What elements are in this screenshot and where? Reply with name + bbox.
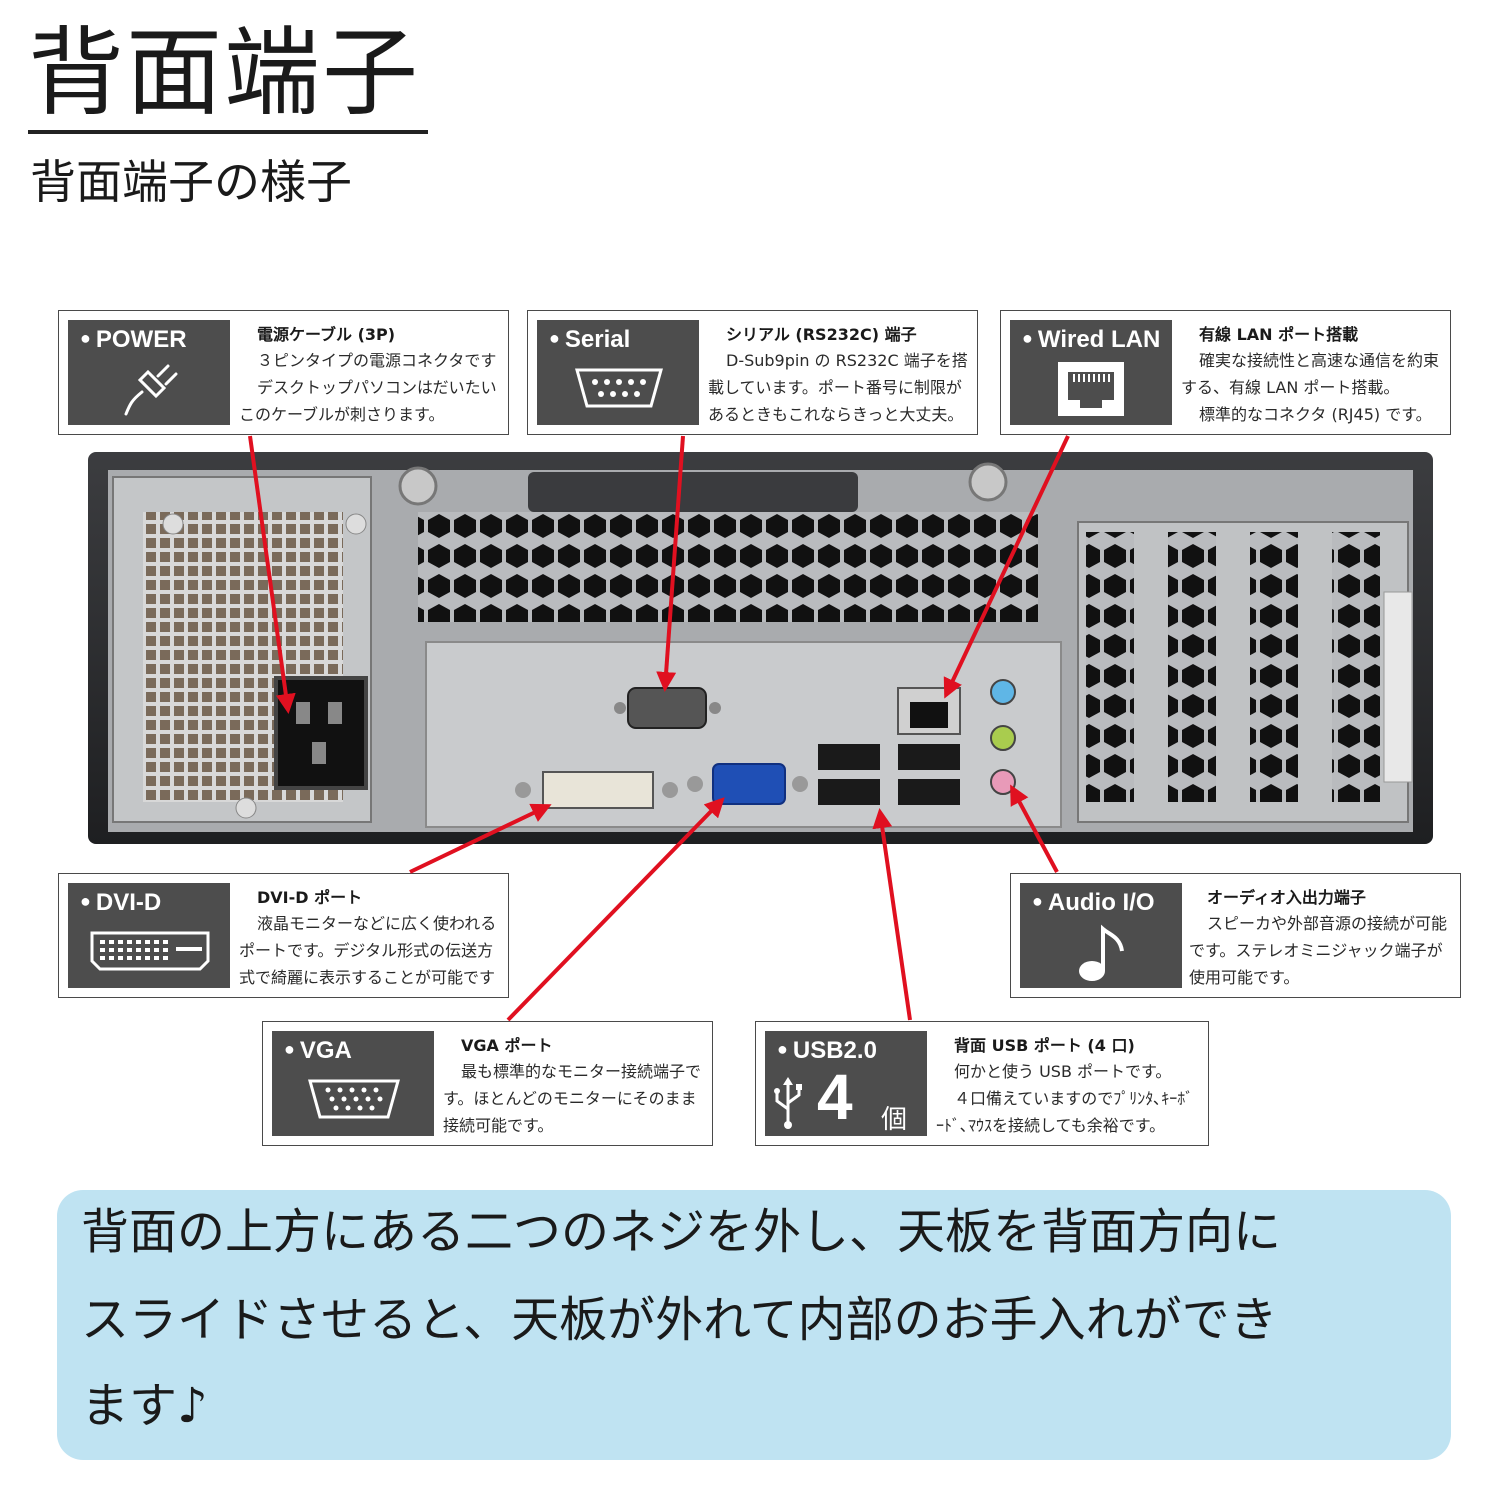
usb-badge: USB2.0 4 個 bbox=[765, 1031, 927, 1136]
usb-icon bbox=[774, 1077, 802, 1129]
vga-title: VGA ポート bbox=[461, 1036, 553, 1055]
lan-desc-3: 標準的なコネクタ (RJ45) です。 bbox=[1199, 405, 1432, 424]
lan-badge-label: Wired LAN bbox=[1022, 326, 1160, 354]
audio-desc-2: です。ステレオミニジャック端子が bbox=[1189, 941, 1443, 960]
serial-title: シリアル (RS232C) 端子 bbox=[726, 325, 917, 344]
dvi-desc-3: 式で綺麗に表示することが可能です bbox=[239, 968, 496, 987]
lan-desc-1: 確実な接続性と高速な通信を約束 bbox=[1199, 351, 1440, 370]
usb-callout: USB2.0 4 個 背面 USB ポート (4 口) 何かと使う USB ポー… bbox=[755, 1021, 1209, 1146]
lan-desc-2: する、有線 LAN ポート搭載。 bbox=[1181, 378, 1400, 397]
computer-rear-panel-image bbox=[88, 452, 1433, 844]
usb-count: 4 bbox=[817, 1061, 853, 1133]
power-desc-2: デスクトップパソコンはだいたい bbox=[257, 378, 497, 397]
usb-title: 背面 USB ポート (4 口) bbox=[954, 1036, 1135, 1055]
usb-desc-2: ４口備えていますのでﾌﾟﾘﾝﾀ､ｷｰﾎﾞ bbox=[954, 1089, 1194, 1108]
vga-badge-label: VGA bbox=[284, 1037, 352, 1065]
audio-desc-3: 使用可能です。 bbox=[1189, 968, 1300, 987]
instruction-note: 背面の上方にある二つのネジを外し、天板を背面方向に スライドさせると、天板が外れ… bbox=[57, 1190, 1451, 1460]
music-note-icon bbox=[1079, 924, 1124, 981]
dvi-port-icon bbox=[90, 931, 210, 971]
lan-callout: Wired LAN 有線 LAN ポート搭載 確実な接続性と高速な通信を約束 す… bbox=[1000, 310, 1451, 435]
serial-badge-label: Serial bbox=[549, 326, 630, 354]
audio-badge: Audio I/O bbox=[1020, 883, 1182, 988]
vga-desc-3: 接続可能です。 bbox=[443, 1116, 554, 1135]
vga-port-icon bbox=[308, 1079, 400, 1119]
serial-badge: Serial bbox=[537, 320, 699, 425]
dvi-title: DVI-D ポート bbox=[257, 888, 363, 907]
lan-title: 有線 LAN ポート搭載 bbox=[1199, 325, 1359, 344]
audio-desc-1: スピーカや外部音源の接続が可能 bbox=[1207, 914, 1448, 933]
audio-callout: Audio I/O オーディオ入出力端子 スピーカや外部音源の接続が可能 です。… bbox=[1010, 873, 1461, 998]
serial-desc-1: D-Sub9pin の RS232C 端子を搭 bbox=[726, 351, 968, 370]
title-underline bbox=[28, 130, 428, 134]
usb-desc-1: 何かと使う USB ポートです。 bbox=[954, 1062, 1172, 1081]
serial-callout: Serial シリアル (RS232C) 端子 D-Sub9pin の RS23… bbox=[527, 310, 978, 435]
power-badge: POWER bbox=[68, 320, 230, 425]
audio-title: オーディオ入出力端子 bbox=[1207, 888, 1366, 907]
serial-port-icon bbox=[575, 368, 663, 408]
power-desc-3: このケーブルが刺さります。 bbox=[239, 405, 445, 424]
note-line-2: スライドさせると、天板が外れて内部のお手入れができ bbox=[81, 1292, 1278, 1348]
usb-count-unit: 個 bbox=[881, 1105, 908, 1135]
note-line-3: ます♪ bbox=[81, 1378, 208, 1434]
dvi-desc-2: ポートです。デジタル形式の伝送方 bbox=[239, 941, 494, 960]
power-title: 電源ケーブル (3P) bbox=[257, 325, 396, 344]
vga-desc-2: す。ほとんどのモニターにそのまま bbox=[443, 1089, 697, 1108]
serial-desc-2: 載しています。ポート番号に制限が bbox=[708, 378, 962, 397]
dvi-callout: DVI-D DVI-D ポート 液晶モニターなどに広く使われる ポートです。デジ… bbox=[58, 873, 509, 998]
dvi-desc-1: 液晶モニターなどに広く使われる bbox=[257, 914, 497, 933]
page-title: 背面端子 bbox=[28, 17, 420, 129]
power-callout: POWER 電源ケーブル (3P) ３ピンタイプの電源コネクタです デスクトップ… bbox=[58, 310, 509, 435]
usb-desc-3: ｰﾄﾞ､ﾏｳｽを接続しても余裕です。 bbox=[936, 1116, 1166, 1135]
power-desc-1: ３ピンタイプの電源コネクタです bbox=[257, 351, 497, 370]
vga-badge: VGA bbox=[272, 1031, 434, 1136]
dvi-badge-label: DVI-D bbox=[80, 889, 161, 917]
power-badge-label: POWER bbox=[80, 326, 187, 354]
page-subtitle: 背面端子の様子 bbox=[30, 155, 352, 209]
note-line-1: 背面の上方にある二つのネジを外し、天板を背面方向に bbox=[81, 1204, 1282, 1260]
serial-desc-3: あるときもこれならきっと大丈夫。 bbox=[708, 405, 964, 424]
ethernet-port-icon bbox=[1058, 362, 1124, 416]
lan-badge: Wired LAN bbox=[1010, 320, 1172, 425]
usb-badge-label: USB2.0 bbox=[777, 1037, 877, 1065]
vga-desc-1: 最も標準的なモニター接続端子で bbox=[461, 1062, 702, 1081]
vga-callout: VGA VGA ポート 最も標準的なモニター接続端子で す。ほとんどのモニターに… bbox=[262, 1021, 713, 1146]
dvi-badge: DVI-D bbox=[68, 883, 230, 988]
audio-badge-label: Audio I/O bbox=[1032, 889, 1155, 917]
power-plug-icon bbox=[124, 364, 178, 416]
